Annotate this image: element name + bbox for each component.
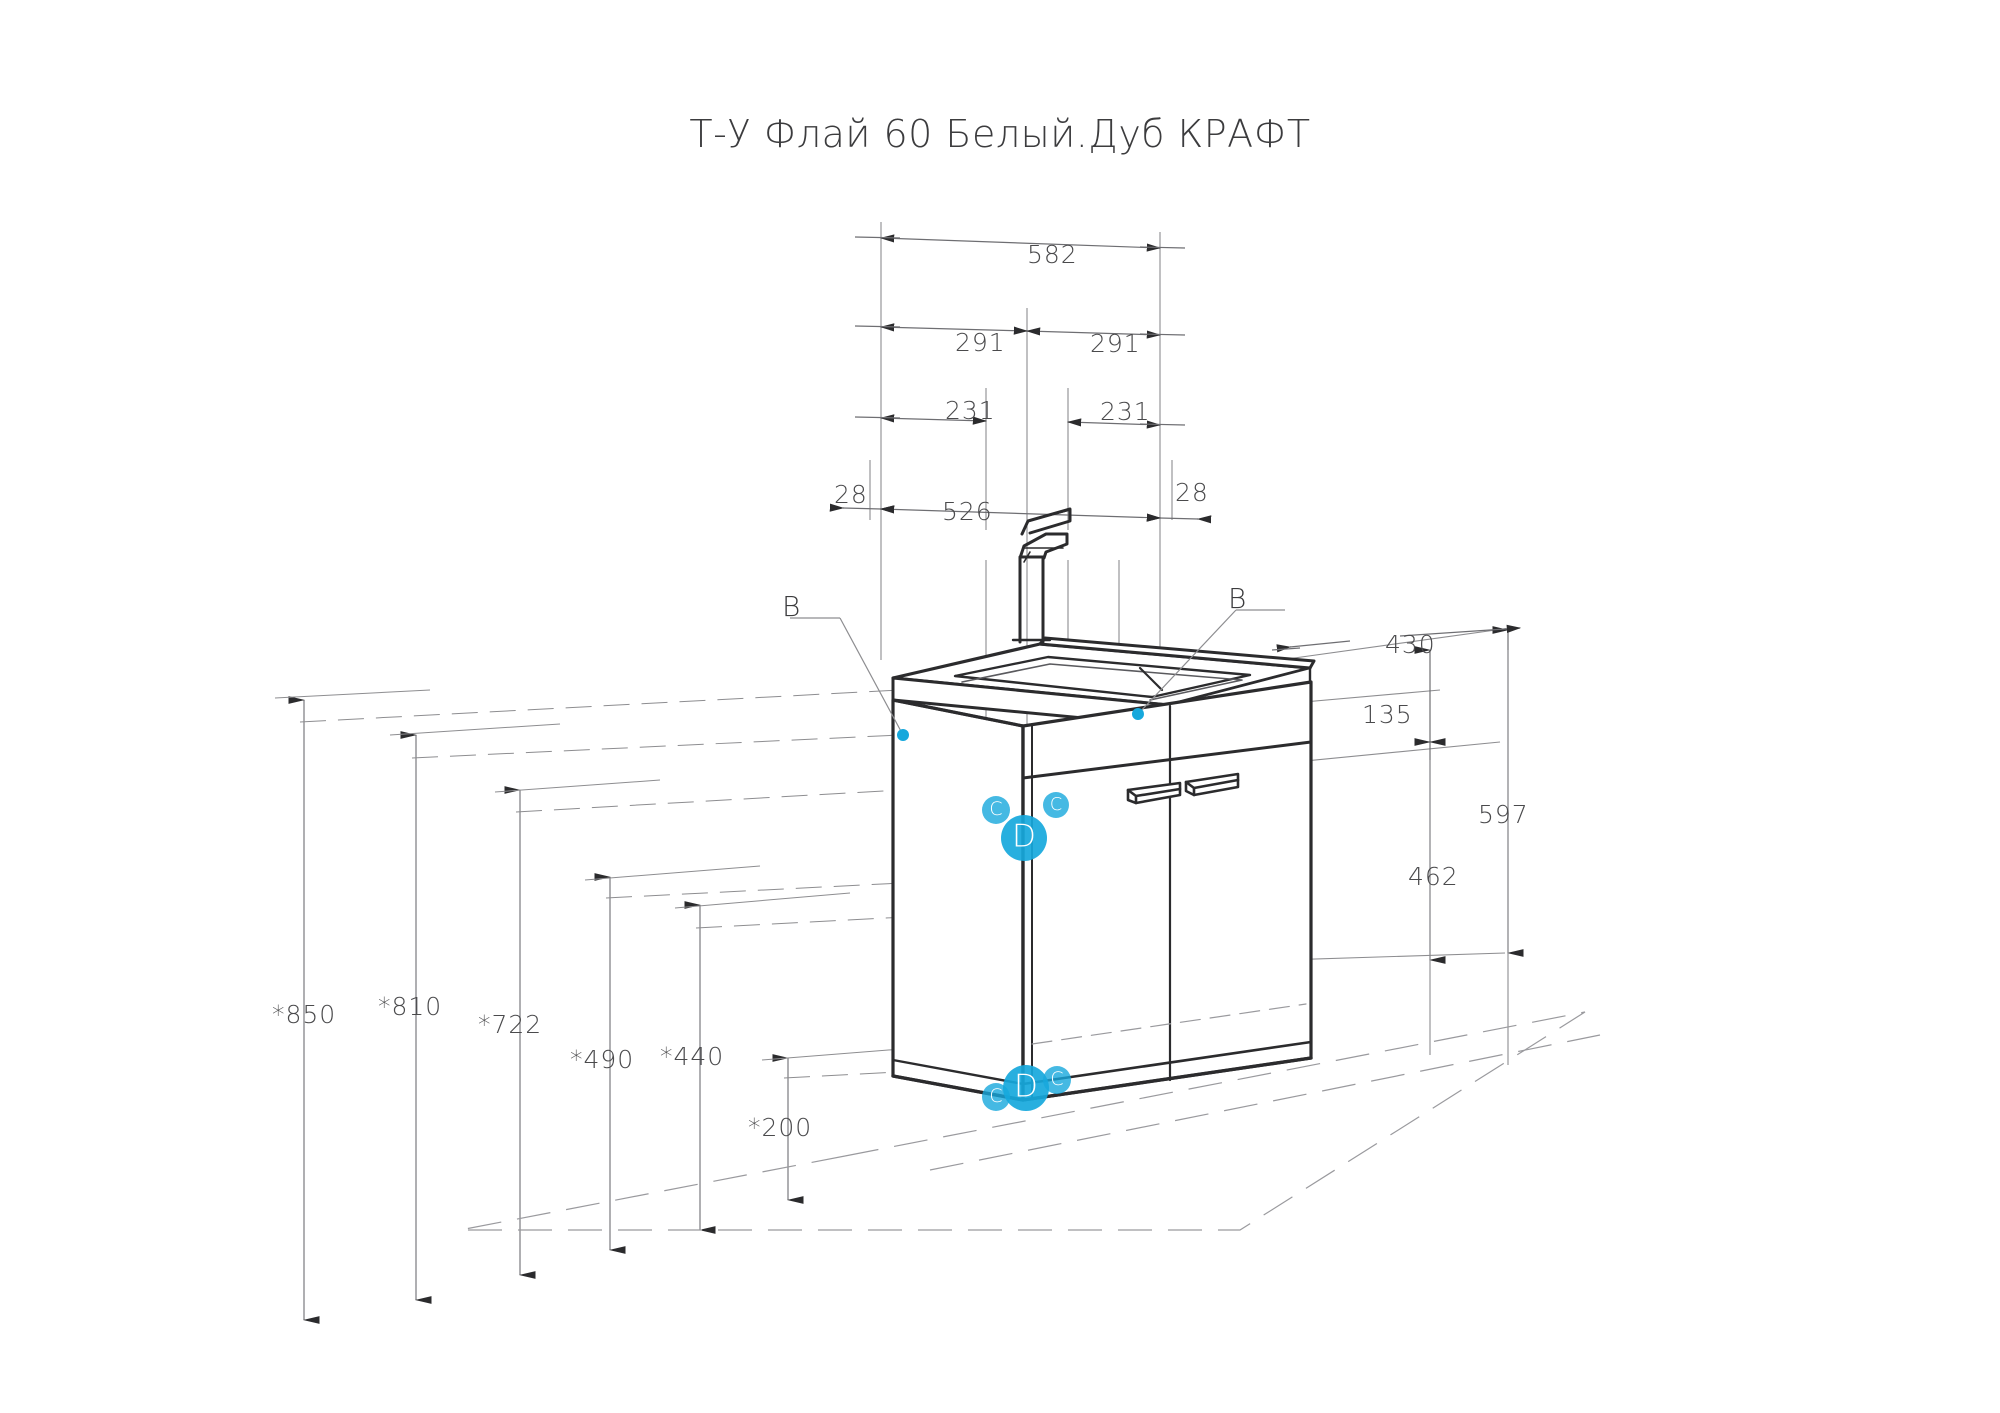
marker-c-lower-bubble xyxy=(982,1083,1010,1111)
d135: 135 xyxy=(1362,700,1413,729)
floor-plane xyxy=(459,1011,1601,1231)
marker-d-upper: D xyxy=(1001,815,1047,861)
marker-c-upper2: C xyxy=(1043,792,1069,818)
marker-c-lower2-bubble xyxy=(1043,1066,1071,1094)
marker-d-upper-label: D xyxy=(1012,819,1036,855)
marker-c-upper: C xyxy=(982,796,1010,824)
cabinet-assembly xyxy=(891,507,1316,1102)
marker-c-upper-bubble xyxy=(982,796,1010,824)
marker-d-lower-bubble xyxy=(1003,1065,1049,1111)
d462: 462 xyxy=(1408,862,1459,891)
d291r: 291 xyxy=(1090,329,1141,358)
d440: *440 xyxy=(660,1042,725,1071)
d28r: 28 xyxy=(1175,478,1209,507)
page-title: Т-У Флай 60 Белый.Дуб КРАФТ xyxy=(689,112,1311,156)
d291l: 291 xyxy=(955,328,1006,357)
d810: *810 xyxy=(378,992,443,1021)
sec-b-right: B xyxy=(1228,582,1247,615)
section-leader-lines xyxy=(790,609,1285,736)
marker-d-lower-label: D xyxy=(1014,1069,1038,1105)
marker-c-lower2-label: C xyxy=(1050,1068,1063,1090)
leader-dots-group xyxy=(897,708,1144,741)
marker-c-upper-label: C xyxy=(989,798,1002,820)
left-dimension-lines xyxy=(274,689,1011,1324)
d850: *850 xyxy=(272,1000,337,1029)
top-dimension-lines xyxy=(829,234,1212,524)
dot-b-left xyxy=(897,729,909,741)
sec-b-left: B xyxy=(782,590,801,623)
marker-d-upper-bubble xyxy=(1001,815,1047,861)
d490: *490 xyxy=(570,1045,635,1074)
marker-d-lower: D xyxy=(1003,1065,1049,1111)
d231r: 231 xyxy=(1100,397,1151,426)
d200: *200 xyxy=(748,1113,813,1142)
marker-c-lower: C xyxy=(982,1083,1010,1111)
marker-c-upper2-label: C xyxy=(1050,795,1062,815)
d526: 526 xyxy=(942,497,993,526)
d582: 582 xyxy=(1027,240,1078,269)
d430: 430 xyxy=(1385,630,1436,659)
d28l: 28 xyxy=(834,480,868,509)
d597: 597 xyxy=(1478,800,1529,829)
marker-c-upper2-bubble xyxy=(1043,792,1069,818)
marker-c-lower-label: C xyxy=(989,1085,1002,1107)
marker-c-lower2: C xyxy=(1043,1066,1071,1094)
d231l: 231 xyxy=(945,396,996,425)
dot-b-right xyxy=(1132,708,1144,720)
d722: *722 xyxy=(478,1010,543,1039)
